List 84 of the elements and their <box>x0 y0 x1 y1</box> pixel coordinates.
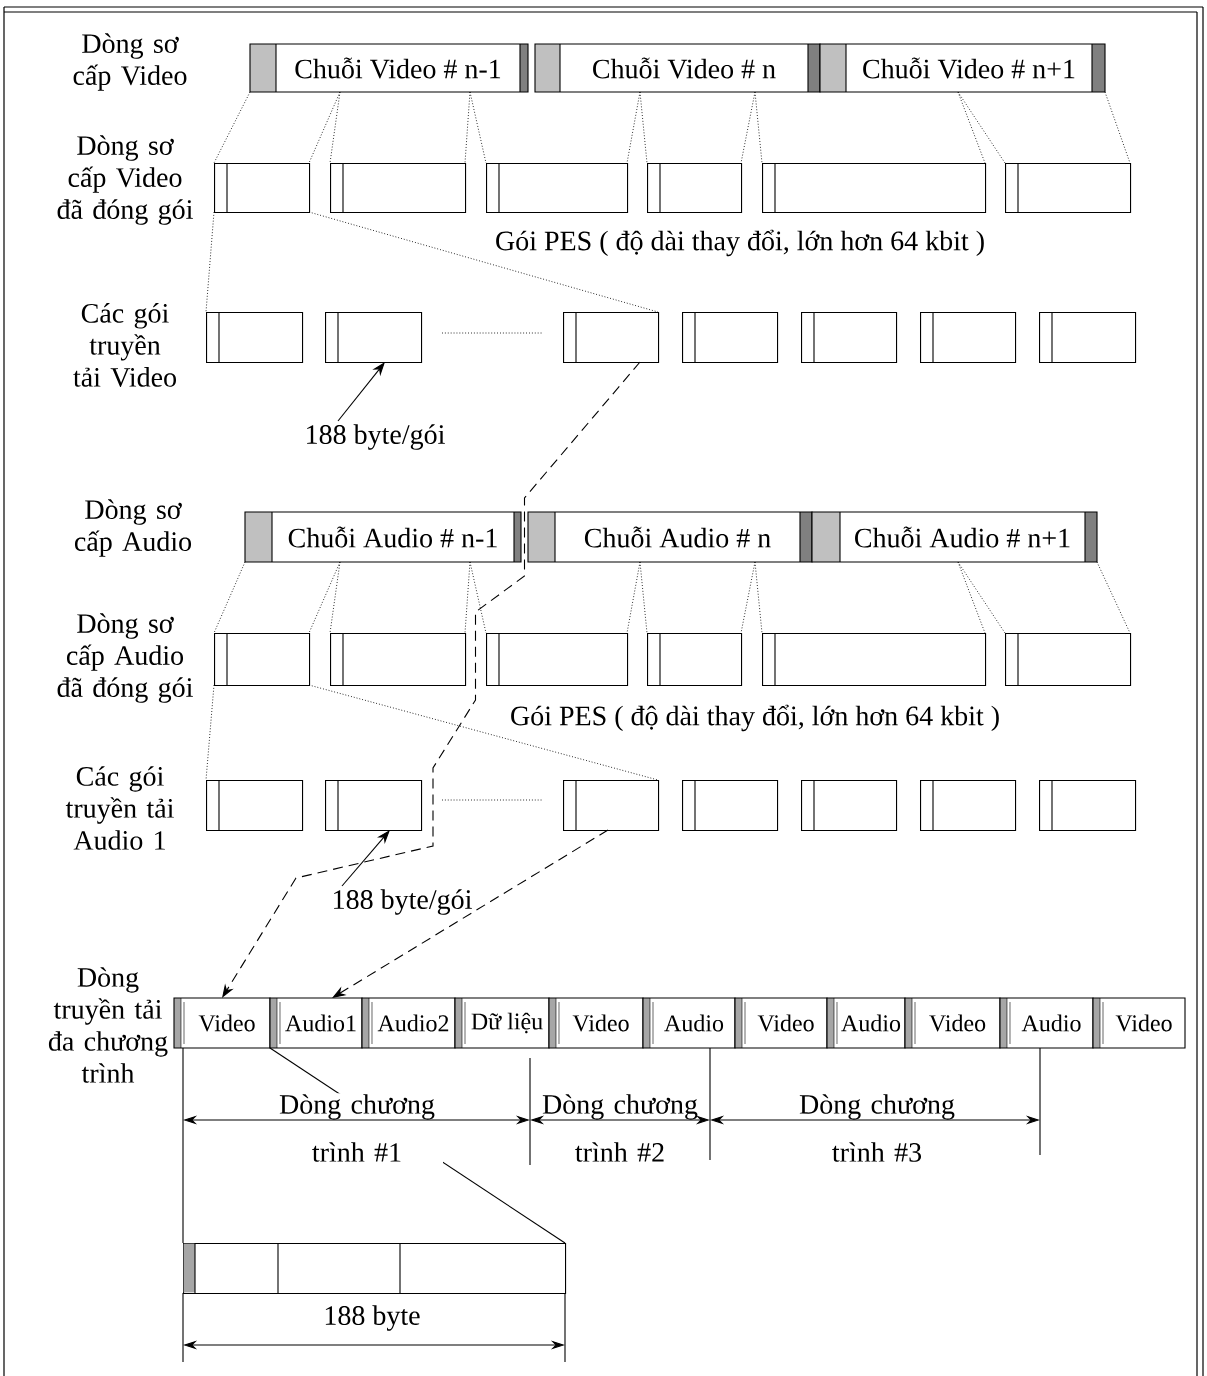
dashed-arrow <box>332 829 609 998</box>
packet-box <box>214 632 311 687</box>
dimension-label: Dòng chương trình #2 <box>534 1093 706 1163</box>
segment-bar: Chuỗi Video # n-1 <box>249 43 529 93</box>
packet-box <box>647 632 743 687</box>
mapping-line <box>213 91 251 164</box>
stream-cell: Audio1 <box>269 997 363 1049</box>
stream-cell: Audio <box>999 997 1094 1049</box>
packet-box <box>486 632 629 687</box>
segment-bar: Chuỗi Video # n <box>534 43 821 93</box>
packet-box <box>762 162 987 214</box>
expanded-packet <box>183 1242 567 1295</box>
row-label: Các gói truyền tải Audio 1 <box>65 766 174 850</box>
packet-box <box>325 779 423 832</box>
mapping-line <box>639 561 648 634</box>
mapping-line <box>957 91 1006 164</box>
packet-box <box>214 162 311 214</box>
mapping-line <box>957 561 1006 634</box>
mapping-line <box>469 561 487 634</box>
packet-box <box>682 311 779 364</box>
arrow <box>337 362 385 422</box>
caption-text: Gói PES ( độ dài thay đổi, lớn hơn 64 kbit ) <box>496 229 984 257</box>
packet-box <box>563 779 660 832</box>
expansion-line <box>182 1047 184 1244</box>
caption-text: Gói PES ( độ dài thay đổi, lớn hơn 64 kbit ) <box>511 704 999 732</box>
dimension-label: 188 byte <box>322 1304 422 1332</box>
stream-cell: Video <box>173 997 271 1049</box>
packet-box <box>762 632 987 687</box>
mapping-line <box>639 91 648 164</box>
arrow <box>341 830 390 887</box>
mapping-line <box>469 91 487 164</box>
packet-box <box>1039 779 1137 832</box>
stream-cell: Audio2 <box>361 997 456 1049</box>
packet-box <box>330 162 467 214</box>
row-label: Dòng sơ cấp Video đã đóng gói <box>57 135 193 225</box>
packet-box <box>1005 162 1132 214</box>
stream-cell: Video <box>1092 997 1186 1049</box>
segment-bar: Chuỗi Video # n+1 <box>819 43 1106 93</box>
dimension-label: Dòng chương trình #1 <box>271 1093 443 1163</box>
stream-cell: Video <box>734 997 828 1049</box>
stream-cell: Video <box>548 997 644 1049</box>
row-label: Dòng sơ cấp Audio đã đóng gói <box>57 613 193 703</box>
mapping-line <box>957 91 986 164</box>
stream-cell: Audio <box>826 997 906 1049</box>
mapping-line <box>754 91 763 164</box>
dashed-arrow <box>222 361 641 998</box>
mapping-line <box>1096 561 1131 634</box>
stream-cell: Dữ liệu <box>454 997 550 1049</box>
row-label: Dòng sơ cấp Video <box>73 33 187 91</box>
packet-box <box>682 779 779 832</box>
size-note: 188 byte/gói <box>334 889 472 915</box>
stream-cell: Video <box>904 997 1001 1049</box>
packet-box <box>325 311 423 364</box>
mapping-line <box>1104 91 1131 164</box>
stream-cell: Audio <box>642 997 736 1049</box>
mapping-line <box>205 684 215 781</box>
packet-box <box>647 162 743 214</box>
dimension-label: Dòng chương trình #3 <box>791 1093 963 1163</box>
segment-bar: Chuỗi Audio # n <box>527 511 813 563</box>
packet-box <box>920 779 1017 832</box>
row-label: Dòng sơ cấp Audio <box>74 499 192 557</box>
packet-box <box>1005 632 1132 687</box>
mapping-line <box>329 91 341 164</box>
packet-box <box>801 779 898 832</box>
packet-box <box>1039 311 1137 364</box>
mapping-line <box>754 561 763 634</box>
mapping-line <box>308 684 659 781</box>
packet-box <box>563 311 660 364</box>
segment-bar: Chuỗi Audio # n+1 <box>811 511 1098 563</box>
size-note: 188 byte/gói <box>307 424 445 450</box>
mapping-line <box>329 561 341 634</box>
packet-box <box>486 162 629 214</box>
packet-box <box>206 779 304 832</box>
row-label: Dòng truyền tải đa chương trình <box>48 967 168 1083</box>
mapping-line <box>205 211 215 313</box>
mapping-line <box>213 561 246 634</box>
mapping-line <box>308 211 659 313</box>
mapping-line <box>957 561 986 634</box>
packet-box <box>920 311 1017 364</box>
segment-bar: Chuỗi Audio # n-1 <box>244 511 522 563</box>
packet-box <box>206 311 304 364</box>
packet-box <box>801 311 898 364</box>
packet-box <box>330 632 467 687</box>
row-label: Các gói truyền tải Video <box>73 303 176 387</box>
